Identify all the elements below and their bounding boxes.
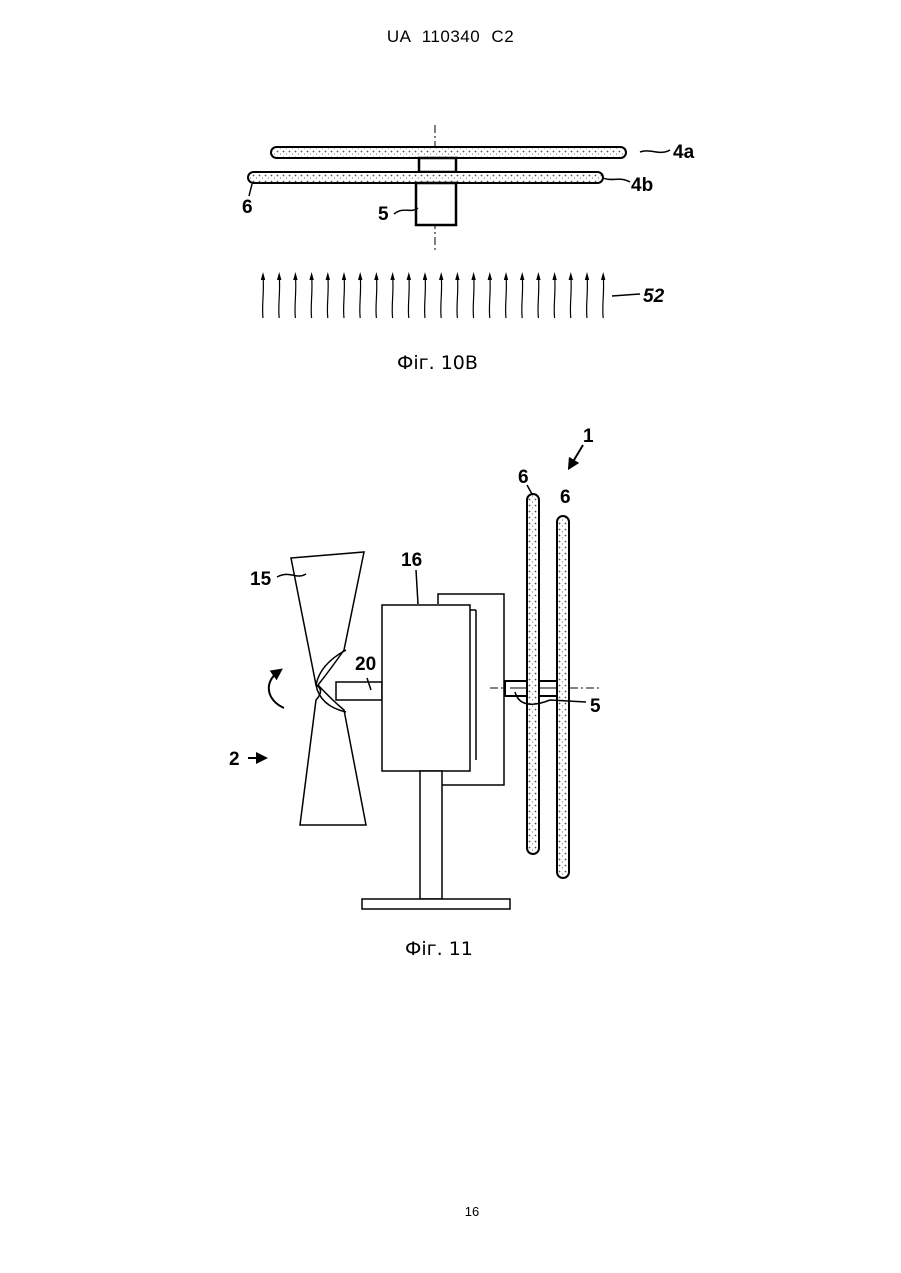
leader-4a [640, 150, 670, 152]
label-15: 15 [250, 569, 272, 590]
leader-16 [416, 570, 418, 604]
airflow-arrowhead [455, 272, 459, 280]
airflow-arrowhead [569, 272, 573, 280]
airflow-arrow [425, 276, 426, 318]
figure-11: 1 6 6 16 15 20 5 2 [229, 426, 601, 909]
label-20: 20 [355, 654, 376, 675]
figure-10b: 4a 4b 6 5 52 [242, 125, 695, 318]
airflow-arrowhead [326, 272, 330, 280]
airflow-arrow [376, 276, 377, 318]
airflow-arrowhead [293, 272, 297, 280]
airflow-arrow [554, 276, 555, 318]
airflow-arrowhead [277, 272, 281, 280]
label-5: 5 [378, 204, 389, 225]
airflow-arrow [538, 276, 539, 318]
rotation-arrow [269, 672, 284, 708]
leader-6 [249, 184, 252, 196]
airflow-arrowhead [552, 272, 556, 280]
airflow-arrowhead [601, 272, 605, 280]
airflow-arrow [327, 276, 328, 318]
arrow-assembly-1 [571, 445, 583, 465]
leader-5 [394, 208, 418, 214]
label-16: 16 [401, 550, 422, 571]
shaft-20 [336, 682, 382, 700]
label-6-left: 6 [518, 467, 529, 488]
airflow-arrowhead [585, 272, 589, 280]
blade-6-right [557, 516, 569, 878]
hub-5 [416, 183, 456, 225]
airflow-arrowhead [374, 272, 378, 280]
airflow-arrow [392, 276, 393, 318]
disk-4b [248, 172, 603, 183]
airflow-arrow [489, 276, 490, 318]
airflow-arrowhead [504, 272, 508, 280]
airflow-arrow [408, 276, 409, 318]
airflow-arrowhead [536, 272, 540, 280]
airflow-arrow [570, 276, 571, 318]
airflow-arrowhead [407, 272, 411, 280]
airflow-arrowhead [358, 272, 362, 280]
disk-4a [271, 147, 626, 158]
airflow-arrow [360, 276, 361, 318]
label-2: 2 [229, 749, 240, 770]
airflow-arrow [441, 276, 442, 318]
airflow-arrowhead [390, 272, 394, 280]
airflow-arrow [263, 276, 264, 318]
airflow-arrow [522, 276, 523, 318]
airflow-arrowhead [488, 272, 492, 280]
leader-4b [603, 178, 630, 182]
airflow-arrowhead [520, 272, 524, 280]
label-6: 6 [242, 197, 253, 218]
airflow-arrow [311, 276, 312, 318]
airflow-arrowhead [439, 272, 443, 280]
airflow-arrowhead [309, 272, 313, 280]
generator-16 [382, 605, 470, 771]
leader-52 [612, 294, 640, 296]
label-4a: 4a [673, 142, 695, 163]
airflow-arrow [344, 276, 345, 318]
airflow-arrow [457, 276, 458, 318]
label-5-11: 5 [590, 696, 601, 717]
airflow-arrowhead [261, 272, 265, 280]
page-number: 16 [0, 1204, 901, 1219]
figure-10b-caption: Фіг. 10В [397, 352, 478, 374]
airflow-arrowhead [423, 272, 427, 280]
label-52: 52 [643, 286, 665, 307]
airflow-arrow [473, 276, 474, 318]
figure-11-caption: Фіг. 11 [405, 938, 473, 960]
airflow-arrowhead [471, 272, 475, 280]
airflow-arrow [587, 276, 588, 318]
stand-base [362, 899, 510, 909]
label-4b: 4b [631, 175, 653, 196]
label-1: 1 [583, 426, 594, 447]
airflow-arrows [261, 272, 606, 318]
airflow-arrow [295, 276, 296, 318]
stand-post [420, 771, 442, 899]
label-6-right: 6 [560, 487, 571, 508]
airflow-arrowhead [342, 272, 346, 280]
airflow-arrow [603, 276, 604, 318]
airflow-arrow [279, 276, 280, 318]
airflow-arrow [506, 276, 507, 318]
blade-6-left [527, 494, 539, 854]
hub-connector [419, 158, 456, 172]
